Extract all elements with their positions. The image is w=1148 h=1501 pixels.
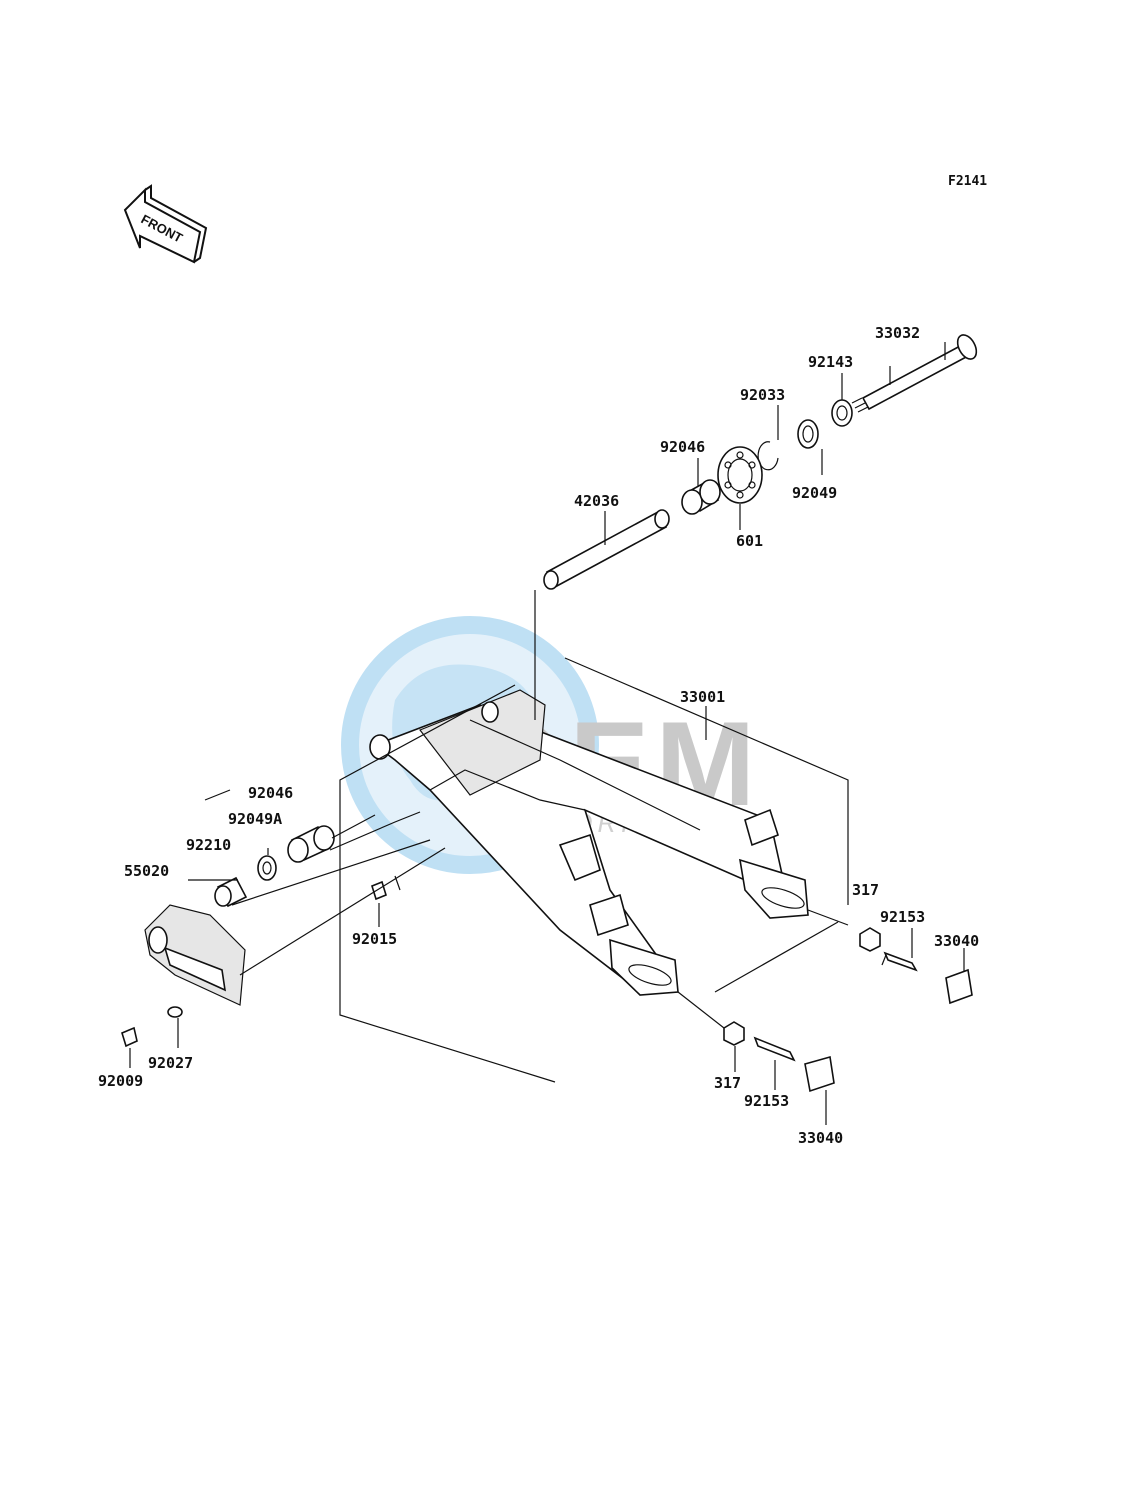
label-92027: 92027 <box>148 1054 193 1072</box>
needle-bearing-left-part <box>287 825 335 863</box>
chain-guard-55020-part <box>144 904 246 1006</box>
bearing-601-part <box>717 446 763 504</box>
label-92046-left: 92046 <box>248 784 293 802</box>
label-317-right: 317 <box>852 881 879 899</box>
label-92009: 92009 <box>98 1072 143 1090</box>
label-33040-bottom: 33040 <box>798 1129 843 1147</box>
label-92049: 92049 <box>792 484 837 502</box>
label-92046-top: 92046 <box>660 438 705 456</box>
label-601: 601 <box>736 532 763 550</box>
label-33040-right: 33040 <box>934 932 979 950</box>
needle-bearing-top-part <box>681 479 721 515</box>
part-labels: 33032 92143 92033 92046 92049 601 42036 … <box>98 324 979 1147</box>
bolt-92009-part <box>121 1026 138 1048</box>
nut-317-right-part <box>859 927 881 952</box>
label-33032: 33032 <box>875 324 920 342</box>
label-92153-bottom: 92153 <box>744 1092 789 1110</box>
bolt-92015-part <box>371 880 387 901</box>
seal-92049-part <box>797 419 819 449</box>
bolt-92153-bottom-part <box>753 1036 796 1062</box>
collar-92143-part <box>831 399 853 427</box>
label-92153-right: 92153 <box>880 908 925 926</box>
label-92015: 92015 <box>352 930 397 948</box>
leader-lines <box>129 342 965 1125</box>
label-317-bottom: 317 <box>714 1074 741 1092</box>
label-33001: 33001 <box>680 688 725 706</box>
swingarm-33001-part <box>369 689 809 996</box>
seal-92049a-part <box>257 855 277 881</box>
label-42036: 42036 <box>574 492 619 510</box>
adjuster-33040-right-part <box>945 968 973 1005</box>
pivot-shaft-part <box>851 334 978 413</box>
label-92049a: 92049A <box>228 810 282 828</box>
washer-92027-part <box>167 1006 183 1018</box>
label-92143: 92143 <box>808 353 853 371</box>
adjuster-33040-bottom-part <box>804 1055 835 1093</box>
front-arrow-icon: FRONT <box>123 184 208 264</box>
label-55020: 55020 <box>124 862 169 880</box>
nut-317-bottom-part <box>723 1021 745 1046</box>
label-92210: 92210 <box>186 836 231 854</box>
collar-92210-part <box>214 876 248 908</box>
bolt-92153-right-part <box>883 951 918 972</box>
diagram-code: F2141 <box>948 174 987 189</box>
sleeve-42036-part <box>543 509 670 590</box>
label-92033: 92033 <box>740 386 785 404</box>
